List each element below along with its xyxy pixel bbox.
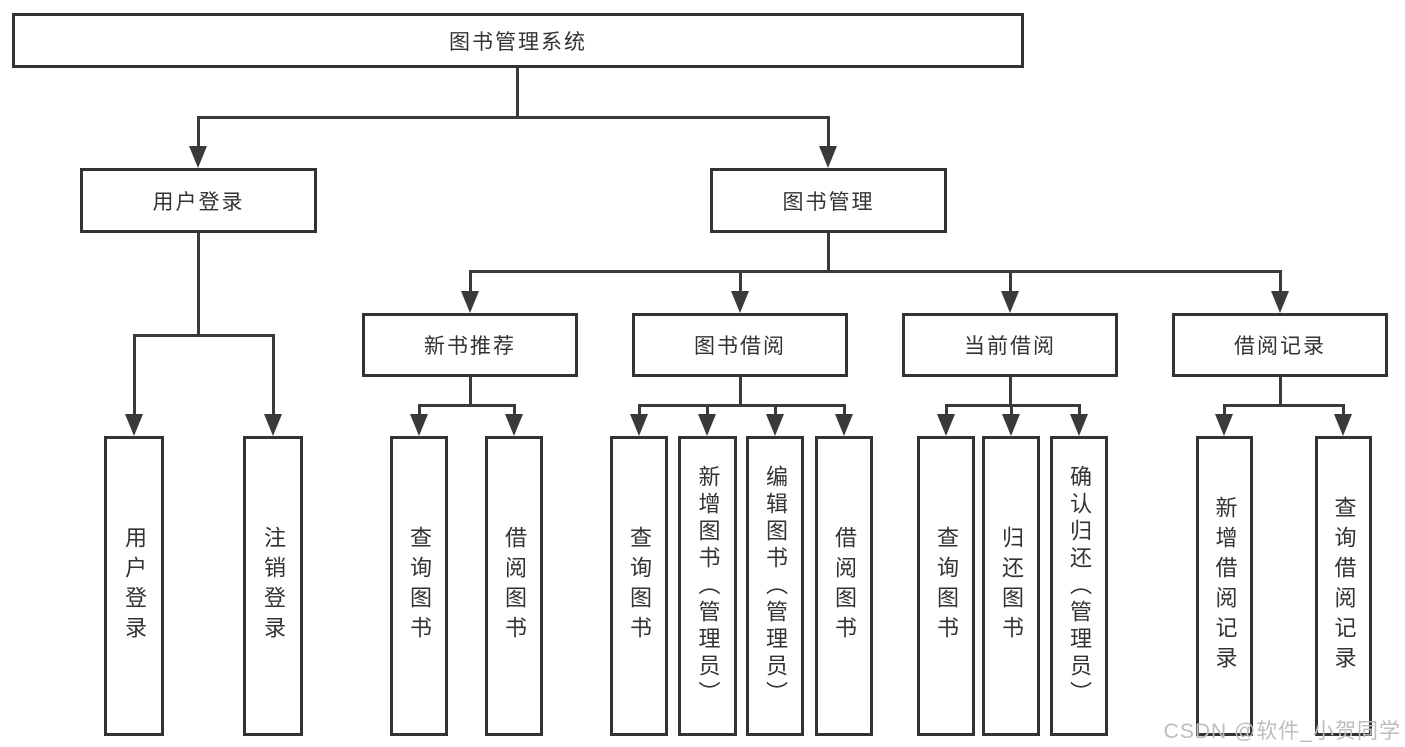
leaf-label: 借阅图书 [502, 526, 527, 646]
connector-hline [638, 404, 846, 407]
leaf-label: 查询借阅记录 [1331, 496, 1357, 676]
leaf-add-book-admin: 新增图书（管理员） [678, 436, 737, 736]
connector-vline [272, 334, 275, 416]
connector-vline [945, 404, 948, 417]
arrowhead-down-icon [505, 414, 523, 436]
connector-vline [133, 334, 136, 416]
connector-vline [1009, 270, 1012, 294]
leaf-query-book: 查询图书 [390, 436, 448, 736]
arrowhead-down-icon [766, 414, 784, 436]
connector-vline [516, 68, 519, 116]
node-label: 新书推荐 [424, 335, 516, 358]
arrowhead-down-icon [937, 414, 955, 436]
connector-vline [469, 377, 472, 407]
arrowhead-down-icon [1001, 291, 1019, 313]
arrowhead-down-icon [125, 414, 143, 436]
node-label: 图书管理 [782, 190, 875, 214]
connector-hline [1223, 404, 1345, 407]
arrowhead-down-icon [819, 146, 837, 168]
arrowhead-down-icon [410, 414, 428, 436]
node-label: 图书借阅 [694, 335, 786, 358]
arrowhead-down-icon [835, 414, 853, 436]
connector-vline [1223, 404, 1226, 417]
arrowhead-down-icon [1271, 291, 1289, 313]
connector-vline [706, 404, 709, 417]
node-label: 当前借阅 [964, 335, 1056, 358]
node-book-borrow: 图书借阅 [632, 313, 848, 377]
connector-vline [827, 116, 830, 148]
connector-vline [1279, 270, 1282, 294]
connector-vline [469, 270, 472, 294]
connector-vline [739, 377, 742, 407]
leaf-borrow-book: 借阅图书 [815, 436, 873, 736]
leaf-return-book: 归还图书 [982, 436, 1040, 736]
leaf-label: 归还图书 [999, 526, 1024, 646]
leaf-label: 新增借阅记录 [1212, 496, 1238, 676]
leaf-add-borrow-record: 新增借阅记录 [1196, 436, 1253, 736]
connector-vline [827, 233, 830, 273]
leaf-query-borrow-record: 查询借阅记录 [1315, 436, 1372, 736]
connector-vline [739, 270, 742, 294]
connector-vline [843, 404, 846, 417]
leaf-label: 新增图书（管理员） [695, 464, 721, 708]
leaf-query-book: 查询图书 [917, 436, 975, 736]
leaf-label: 查询图书 [627, 526, 652, 646]
node-new-book-recommend: 新书推荐 [362, 313, 578, 377]
leaf-label: 用户登录 [122, 526, 147, 646]
leaf-borrow-book: 借阅图书 [485, 436, 543, 736]
leaf-label: 编辑图书（管理员） [763, 464, 788, 708]
node-label: 借阅记录 [1234, 335, 1326, 358]
node-borrow-record: 借阅记录 [1172, 313, 1388, 377]
connector-vline [638, 404, 641, 417]
connector-hline [469, 270, 1282, 273]
connector-vline [197, 116, 200, 148]
connector-hline [133, 334, 275, 337]
arrowhead-down-icon [698, 414, 716, 436]
node-label: 图书管理系统 [449, 30, 587, 54]
leaf-label: 查询图书 [407, 526, 432, 646]
arrowhead-down-icon [189, 146, 207, 168]
connector-hline [945, 404, 1081, 407]
arrowhead-down-icon [1070, 414, 1088, 436]
node-label: 用户登录 [152, 190, 245, 214]
connector-vline [513, 404, 516, 417]
arrowhead-down-icon [461, 291, 479, 313]
connector-vline [1279, 377, 1282, 407]
leaf-query-book: 查询图书 [610, 436, 668, 736]
node-user-login: 用户登录 [80, 168, 317, 233]
leaf-confirm-return-admin: 确认归还（管理员） [1050, 436, 1108, 736]
leaf-logout-login: 注销登录 [243, 436, 303, 736]
connector-hline [197, 116, 830, 119]
connector-vline [197, 233, 200, 337]
arrowhead-down-icon [264, 414, 282, 436]
connector-vline [1009, 377, 1012, 407]
leaf-edit-book-admin: 编辑图书（管理员） [746, 436, 804, 736]
connector-vline [1078, 404, 1081, 417]
arrowhead-down-icon [1215, 414, 1233, 436]
node-current-borrow: 当前借阅 [902, 313, 1118, 377]
leaf-label: 借阅图书 [832, 526, 857, 646]
connector-vline [1010, 404, 1013, 417]
node-book-management: 图书管理 [710, 168, 947, 233]
arrowhead-down-icon [1002, 414, 1020, 436]
connector-hline [418, 404, 516, 407]
csdn-watermark: CSDN @软件_小贺同学 [1163, 720, 1401, 743]
leaf-label: 查询图书 [934, 526, 959, 646]
connector-vline [418, 404, 421, 417]
leaf-label: 确认归还（管理员） [1067, 464, 1092, 708]
node-library-management-system: 图书管理系统 [12, 13, 1024, 68]
leaf-label: 注销登录 [261, 526, 286, 646]
arrowhead-down-icon [1334, 414, 1352, 436]
connector-vline [774, 404, 777, 417]
arrowhead-down-icon [731, 291, 749, 313]
arrowhead-down-icon [630, 414, 648, 436]
leaf-user-login: 用户登录 [104, 436, 164, 736]
connector-vline [1342, 404, 1345, 417]
